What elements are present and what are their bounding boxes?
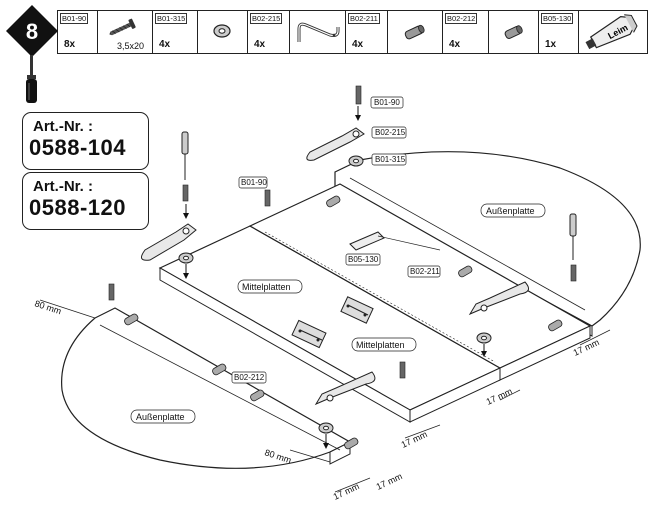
screw-size: 3,5x20 (117, 41, 145, 51)
label-outer-bottom: Außenplatte (136, 412, 185, 422)
dim-17-bottom1: 17 mm (332, 481, 361, 502)
outer-board-right (334, 151, 641, 337)
part-qty: 8x (64, 39, 76, 50)
step-number: 8 (26, 19, 38, 44)
step-badge: 8 (6, 5, 58, 103)
label-b02212: B02-212 (234, 373, 265, 382)
screwdriver-icon (26, 55, 37, 103)
article-box-2: Art.-Nr. : 0588-120 (22, 172, 149, 230)
assembly-arrows (183, 106, 487, 449)
label-b02211: B02-211 (410, 267, 440, 276)
dim-17-c: 17 mm (400, 429, 429, 450)
washer-icon (213, 24, 231, 38)
part-cell-b02211: B02-211 4x (346, 11, 388, 53)
parts-table: B01-90 8x 3,5x20 B01-315 4x B02-215 4x (57, 10, 648, 54)
small-dowel-icon (404, 24, 425, 40)
part-cell-washer (198, 11, 248, 53)
screws (108, 85, 577, 379)
glue-tube (349, 231, 441, 251)
dim-17-bottom2: 17 mm (375, 471, 404, 492)
part-code: B01-90 (60, 13, 89, 24)
part-cell-hook (290, 11, 346, 53)
dim-80-left: 80 mm (33, 298, 62, 316)
part-cell-dowel-a (388, 11, 443, 53)
label-b02215: B02-215 (375, 128, 406, 137)
label-b0190-left: B01-90 (241, 178, 267, 187)
hinge-left (291, 319, 327, 349)
article-box-1: Art.-Nr. : 0588-104 (22, 112, 149, 170)
part-cell-glue: Leim (579, 11, 647, 53)
part-code: B05-130 (541, 13, 574, 24)
part-qty: 4x (254, 39, 266, 50)
part-cell-dowel-b (489, 11, 539, 53)
part-cell-b01315: B01-315 4x (153, 11, 198, 53)
hinge-right (340, 296, 374, 324)
part-qty: 4x (449, 39, 461, 50)
article-title: Art.-Nr. : (33, 178, 93, 195)
glue-tube-icon: Leim (585, 14, 638, 50)
part-qty: 4x (159, 39, 171, 50)
label-middle-right: Mittelplatten (356, 340, 405, 350)
part-code: B01-315 (155, 13, 188, 24)
part-code: B02-211 (348, 13, 380, 24)
label-b05130: B05-130 (348, 255, 379, 264)
hook-bracket-right (468, 281, 530, 316)
hook-bracket-icon (297, 22, 340, 42)
middle-board-2 (248, 183, 592, 381)
label-outer-top: Außenplatte (486, 206, 535, 216)
part-cell-b0190: B01-90 8x (58, 11, 98, 53)
hook-bracket-top (306, 127, 365, 161)
dimension-lines (39, 299, 611, 493)
part-cell-b02215: B02-215 4x (248, 11, 290, 53)
part-code: B02-215 (250, 13, 283, 24)
label-b01315: B01-315 (375, 155, 406, 164)
part-cell-screw: 3,5x20 (98, 11, 153, 53)
part-cell-b05130: B05-130 1x (539, 11, 579, 53)
screw-icon (109, 18, 136, 36)
screwdrivers (181, 131, 577, 260)
dowels (124, 195, 563, 450)
small-dowel-icon (504, 25, 523, 39)
hook-bracket-bottom (314, 371, 376, 406)
article-title: Art.-Nr. : (33, 118, 93, 135)
label-middle-left: Mittelplatten (242, 282, 291, 292)
dim-80-bottom: 80 mm (263, 447, 292, 465)
part-code: B02-212 (445, 13, 478, 24)
dim-17-right: 17 mm (572, 337, 601, 358)
article-number: 0588-104 (29, 135, 126, 160)
article-number: 0588-120 (29, 195, 126, 220)
label-b0190-top: B01-90 (374, 98, 400, 107)
part-qty: 1x (545, 39, 557, 50)
part-cell-b02212: B02-212 4x (443, 11, 489, 53)
dim-17-mid: 17 mm (485, 386, 514, 407)
middle-board-1 (158, 225, 502, 423)
outer-board-left (61, 307, 352, 469)
washers (178, 155, 492, 434)
part-qty: 4x (352, 39, 364, 50)
hook-bracket-left (140, 223, 197, 261)
